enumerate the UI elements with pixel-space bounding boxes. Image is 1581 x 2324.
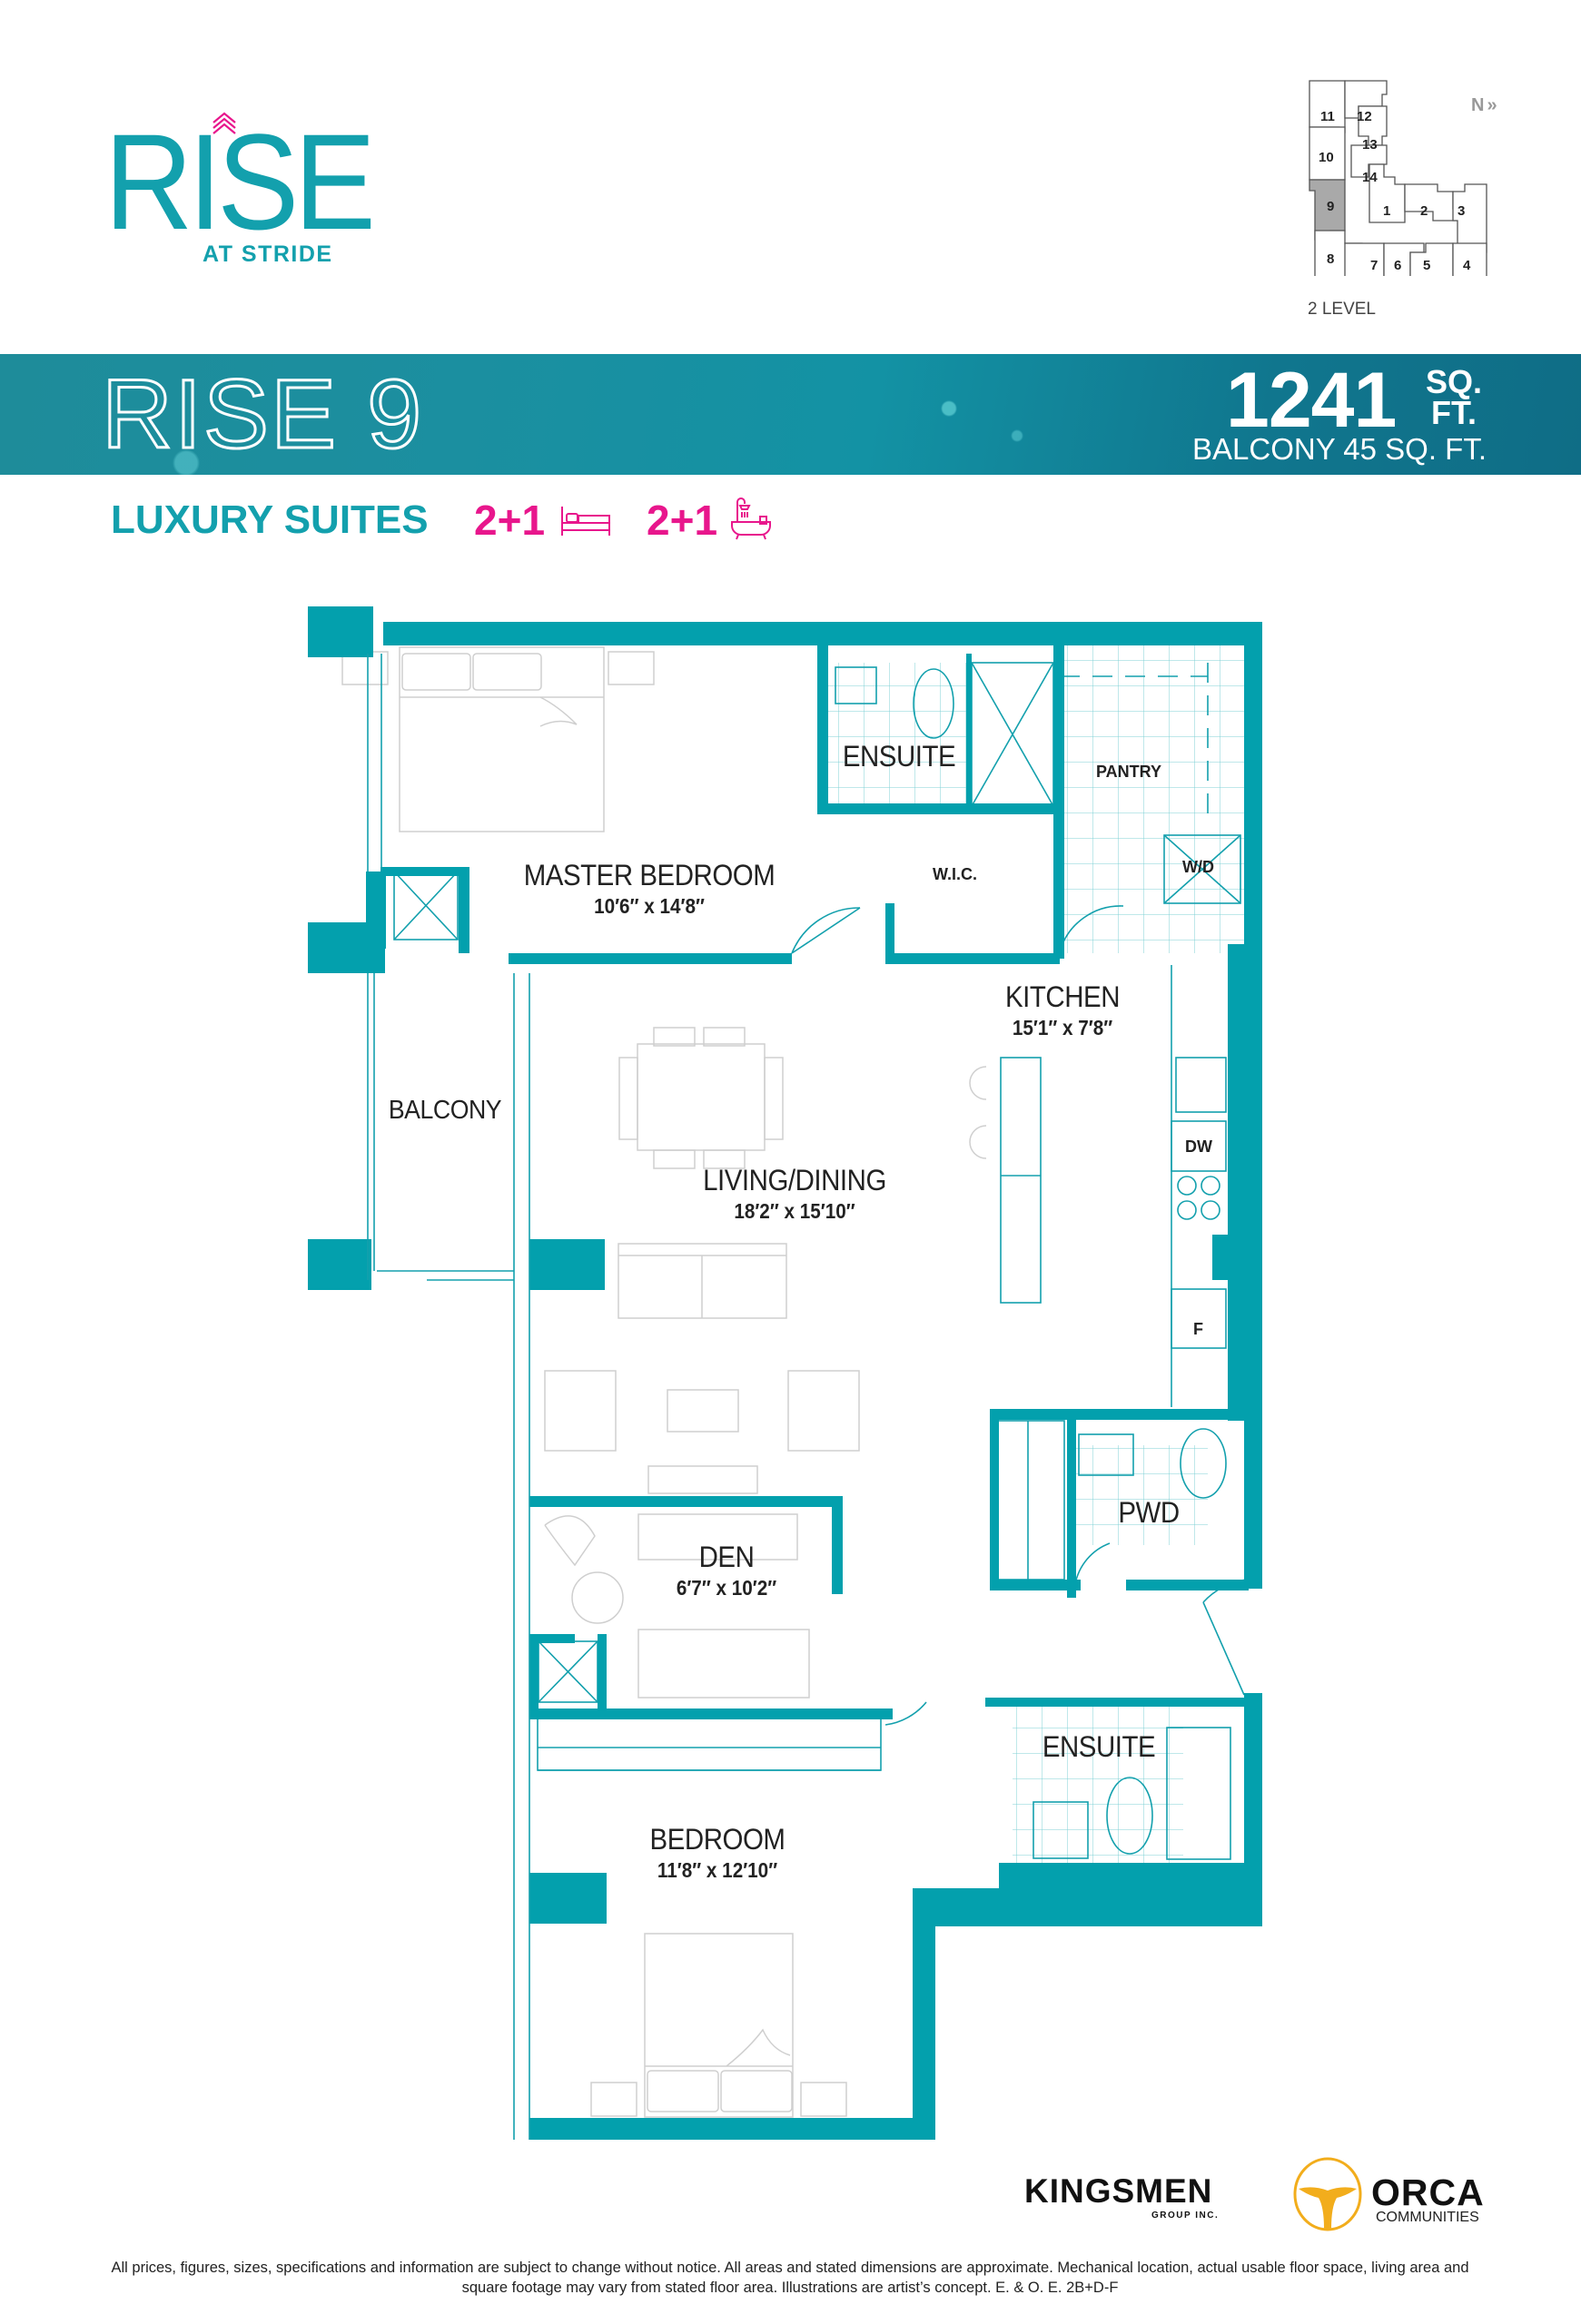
key-plate-unit-labels: 11 12 13 10 14 9 1 2 3 8 7 6 5 4 [1319,109,1471,273]
suite-area-value: 1241 [1226,357,1397,444]
area-unit-line2: FT. [1431,394,1477,432]
svg-text:11: 11 [1320,109,1335,124]
svg-text:3: 3 [1457,203,1465,219]
walls [308,606,1262,2140]
brand-logo-wordmark: RISE [104,105,376,258]
builder-logo-orca: ORCA [1371,2171,1485,2213]
brand-logo-subtitle: AT STRIDE [203,241,333,267]
disclaimer-line-2: square footage may vary from stated floo… [461,2280,1119,2296]
area-unit-line1: SQ. [1426,363,1483,400]
svg-text:6: 6 [1394,258,1401,273]
svg-text:1: 1 [1383,203,1390,219]
room-name: PWD [1118,1496,1180,1529]
svg-text:2: 2 [1420,203,1428,219]
room-dimensions: 11′8″ x 12′10″ [657,1858,778,1882]
fridge-label: F [1193,1320,1203,1338]
bathroom-count: 2+1 [647,497,718,544]
room-master-bedroom: MASTER BEDROOM 10′6″ x 14′8″ [495,859,804,919]
room-living-dining: LIVING/DINING 18′2″ x 15′10″ [654,1164,935,1224]
room-second-ensuite: ENSUITE [1026,1730,1171,1764]
windows [367,654,881,2140]
svg-text:8: 8 [1327,251,1334,267]
svg-text:9: 9 [1327,199,1334,214]
north-arrow-icon: » [1487,95,1497,115]
room-master-ensuite: ENSUITE [826,740,972,773]
level-label: 2 LEVEL [1308,300,1376,319]
builder-logo-kingsmen: KINGSMEN [1024,2172,1213,2210]
balcony-area: BALCONY 45 SQ. FT. [1192,432,1487,466]
room-name: BALCONY [388,1096,502,1125]
svg-text:5: 5 [1423,258,1430,273]
builder-logo-kingsmen-sub: GROUP INC. [1151,2211,1220,2221]
bedroom-count: 2+1 [474,497,546,544]
room-name: DEN [698,1541,755,1573]
room-name: MASTER BEDROOM [523,859,776,891]
room-powder: PWD [1099,1496,1199,1530]
room-name: KITCHEN [1004,980,1120,1013]
room-balcony: BALCONY [372,1096,518,1126]
dishwasher-label: DW [1185,1137,1212,1156]
room-dimensions: 6′7″ x 10′2″ [676,1576,777,1600]
suite-title: RISE 9 [100,359,424,468]
room-name: BEDROOM [649,1823,786,1856]
title-banner [0,354,1581,475]
furniture [341,646,987,2118]
svg-text:13: 13 [1362,137,1378,153]
room-name: ENSUITE [842,740,956,773]
legal-disclaimer: All prices, figures, sizes, specificatio… [54,2258,1526,2298]
washer-dryer-label: W/D [1182,858,1214,876]
room-wic: W.I.C. [933,865,977,883]
north-indicator: N» [1471,95,1497,116]
suite-area-unit: SQ. FT. [1426,363,1483,432]
north-label: N [1471,95,1485,115]
room-dimensions: 18′2″ x 15′10″ [734,1199,855,1223]
builder-logo-orca-sub: COMMUNITIES [1376,2210,1479,2225]
key-plate-map: 11 12 13 10 14 9 1 2 3 8 7 6 5 4 [1309,80,1487,276]
orca-tail-icon [1293,2157,1362,2231]
room-pantry: PANTRY [1096,763,1161,781]
room-kitchen: KITCHEN 15′1″ x 7′8″ [954,980,1171,1040]
disclaimer-line-1: All prices, figures, sizes, specificatio… [111,2260,1469,2276]
room-den: DEN 6′7″ x 10′2″ [627,1541,826,1600]
svg-text:12: 12 [1357,109,1372,124]
suite-type-label: LUXURY SUITES [111,497,429,542]
svg-text:7: 7 [1370,258,1378,273]
chevron-up-icon [212,112,236,134]
svg-text:14: 14 [1362,170,1378,185]
tiled-floors [828,645,1244,1863]
room-name: LIVING/DINING [703,1164,886,1196]
room-bedroom: BEDROOM 11′8″ x 12′10″ [581,1823,854,1883]
room-dimensions: 15′1″ x 7′8″ [1012,1016,1113,1039]
svg-text:4: 4 [1463,258,1471,273]
bathtub-icon [731,497,771,540]
svg-text:10: 10 [1319,150,1334,165]
bed-icon [561,507,610,536]
room-dimensions: 10′6″ x 14′8″ [594,894,705,918]
room-name: ENSUITE [1042,1730,1156,1763]
